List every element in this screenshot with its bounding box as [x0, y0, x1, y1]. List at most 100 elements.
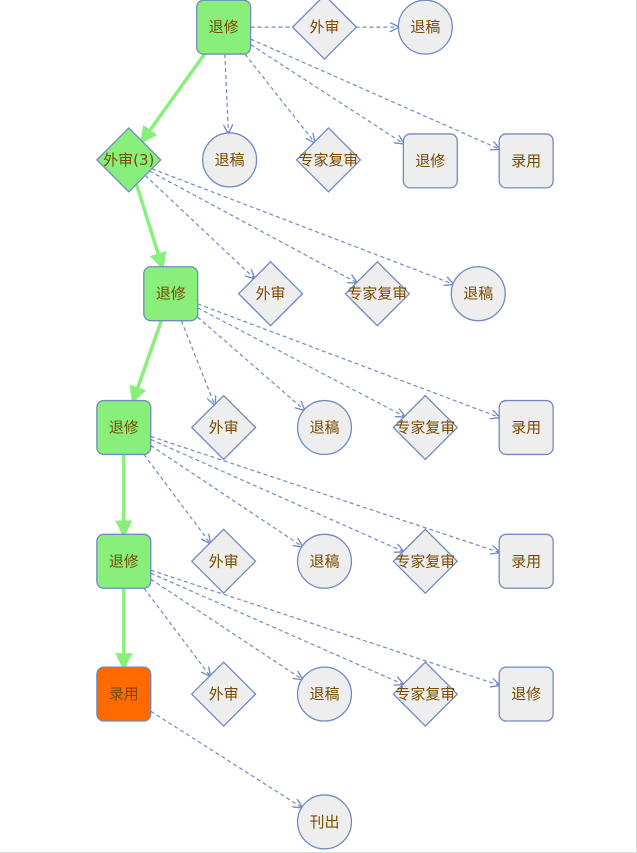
- branch-edge: [250, 38, 500, 149]
- node-shape: [295, 127, 362, 193]
- node-shape: [450, 266, 506, 322]
- node-shape: [296, 533, 353, 589]
- node-label: 录用: [511, 552, 541, 570]
- node-n7-rect[interactable]: 退修: [402, 133, 458, 189]
- node-shape: [190, 661, 257, 727]
- node-shape: [296, 666, 353, 722]
- branch-edge: [197, 316, 304, 410]
- branch-edge: [143, 454, 210, 543]
- node-shape: [96, 533, 152, 589]
- node-shape: [190, 528, 257, 595]
- node-n21-diamond[interactable]: 专家复审: [392, 528, 459, 595]
- node-n12-circle[interactable]: 退稿: [450, 266, 506, 322]
- node-n17-rect[interactable]: 录用: [498, 399, 554, 456]
- node-shape: [397, 0, 453, 55]
- node-n2-diamond[interactable]: 外审: [291, 0, 358, 60]
- node-n20-circle[interactable]: 退稿: [296, 533, 353, 589]
- node-label: 退稿: [310, 552, 340, 570]
- node-label: 外审: [256, 285, 286, 303]
- node-n3-circle[interactable]: 退稿: [397, 0, 453, 55]
- node-label: 专家复审: [347, 285, 407, 303]
- node-n8-rect[interactable]: 录用: [498, 133, 554, 189]
- nodes-layer: 退修外审退稿外审(3)退稿专家复审退修录用退修外审专家复审退稿退修外审退稿专家复…: [95, 0, 554, 850]
- node-n22-rect[interactable]: 录用: [498, 533, 554, 589]
- node-label: 退稿: [463, 285, 493, 303]
- node-label: 退修: [511, 685, 541, 703]
- node-shape: [202, 132, 258, 188]
- node-shape: [296, 399, 353, 456]
- node-shape: [291, 0, 358, 60]
- node-n13-rect[interactable]: 退修: [96, 399, 152, 456]
- node-shape: [392, 394, 459, 461]
- node-n5-circle[interactable]: 退稿: [202, 132, 258, 188]
- node-label: 录用: [511, 152, 541, 170]
- node-label: 退稿: [310, 685, 340, 703]
- node-shape: [95, 127, 162, 193]
- branch-edge: [150, 438, 403, 551]
- branch-edge: [150, 578, 302, 679]
- node-n24-diamond[interactable]: 外审: [190, 661, 257, 727]
- node-label: 退修: [109, 418, 139, 436]
- node-shape: [392, 528, 459, 595]
- node-label: 录用: [511, 418, 541, 436]
- branch-edge: [150, 444, 302, 546]
- node-n9-rect[interactable]: 退修: [143, 266, 199, 322]
- node-n19-diamond[interactable]: 外审: [190, 528, 257, 595]
- node-n14-diamond[interactable]: 外审: [190, 394, 257, 461]
- branch-edge: [149, 170, 357, 282]
- node-n18-rect[interactable]: 退修: [96, 533, 152, 589]
- main-flow-edge: [140, 53, 206, 145]
- branch-edge: [197, 303, 500, 417]
- node-shape: [498, 133, 554, 189]
- branch-edge: [180, 320, 214, 405]
- node-label: 专家复审: [395, 418, 455, 436]
- node-label: 退稿: [215, 151, 245, 169]
- node-label: 专家复审: [395, 552, 455, 570]
- node-n11-diamond[interactable]: 专家复审: [344, 260, 411, 327]
- node-label: 退修: [109, 552, 139, 570]
- branch-edge: [143, 587, 210, 676]
- branch-edge: [225, 54, 229, 133]
- node-label: 外审: [209, 552, 239, 570]
- node-n26-diamond[interactable]: 专家复审: [392, 661, 459, 727]
- node-label: 外审: [209, 685, 239, 703]
- node-n25-circle[interactable]: 退稿: [296, 666, 353, 722]
- node-n27-rect[interactable]: 退修: [498, 666, 554, 722]
- node-label: 专家复审: [299, 151, 359, 169]
- node-label: 退修: [209, 18, 239, 36]
- node-shape: [196, 0, 252, 55]
- node-n28-circle[interactable]: 刊出: [296, 794, 353, 850]
- node-shape: [402, 133, 458, 189]
- main-flow-edge: [134, 183, 167, 271]
- node-n10-diamond[interactable]: 外审: [237, 260, 304, 327]
- edges-layer: [115, 27, 500, 807]
- node-shape: [498, 533, 554, 589]
- node-shape: [96, 666, 152, 722]
- branch-edge: [150, 572, 403, 684]
- branch-edge: [197, 307, 405, 417]
- node-label: 外审(3): [103, 151, 154, 169]
- node-n15-circle[interactable]: 退稿: [296, 399, 353, 456]
- node-label: 退修: [156, 285, 186, 303]
- node-label: 退稿: [410, 18, 440, 36]
- branch-edge: [151, 168, 453, 284]
- node-shape: [392, 661, 459, 727]
- node-shape: [143, 266, 199, 322]
- node-shape: [96, 399, 152, 456]
- node-shape: [190, 394, 257, 461]
- node-label: 退修: [415, 152, 445, 170]
- node-n6-diamond[interactable]: 专家复审: [295, 127, 362, 193]
- node-label: 刊出: [310, 813, 340, 831]
- node-n23-rect[interactable]: 录用: [96, 666, 152, 722]
- node-label: 退稿: [310, 418, 340, 436]
- node-label: 录用: [109, 685, 139, 703]
- node-shape: [344, 260, 411, 327]
- node-n4-diamond[interactable]: 外审(3): [95, 127, 162, 193]
- node-n16-diamond[interactable]: 专家复审: [392, 394, 459, 461]
- node-label: 外审: [209, 418, 239, 436]
- node-shape: [296, 794, 353, 850]
- branch-edge: [150, 435, 499, 552]
- node-n1-rect[interactable]: 退修: [196, 0, 252, 55]
- node-label: 外审: [310, 18, 340, 36]
- node-label: 专家复审: [395, 685, 455, 703]
